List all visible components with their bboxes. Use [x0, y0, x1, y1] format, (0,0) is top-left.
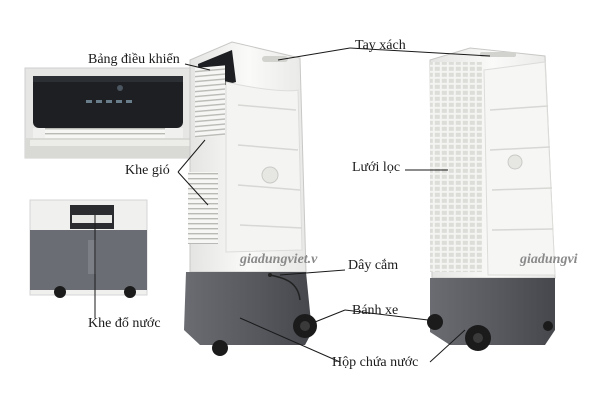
back-handle	[480, 52, 516, 57]
upper-air-vent	[195, 65, 225, 138]
power-cord	[269, 274, 301, 301]
callout-lines	[94, 47, 491, 363]
front-unit	[184, 41, 317, 356]
label-power-cord: Dây cắm	[348, 258, 399, 273]
control-panel-inset	[24, 67, 196, 159]
label-handle: Tay xách	[355, 38, 406, 53]
front-water-tank	[184, 272, 312, 345]
water-inlet-inset	[29, 199, 148, 298]
label-air-vent: Khe gió	[125, 163, 170, 178]
front-handle	[262, 56, 288, 62]
back-wheel-left	[427, 314, 443, 330]
watermark-front: giadungviet.v	[240, 252, 318, 267]
label-wheels: Bánh xe	[352, 303, 399, 318]
back-filter-mesh	[430, 62, 482, 272]
back-water-tank	[430, 278, 555, 345]
label-water-tank: Hộp chứa nước	[332, 355, 419, 370]
label-filter-mesh: Lưới lọc	[352, 160, 401, 175]
back-unit	[427, 47, 556, 351]
label-water-inlet: Khe đổ nước	[88, 316, 161, 331]
front-wheel-left	[212, 340, 228, 356]
watermark-back: giadungvi	[520, 252, 578, 267]
label-control-panel: Bảng điều khiển	[88, 52, 180, 67]
lower-air-vent	[188, 172, 218, 244]
